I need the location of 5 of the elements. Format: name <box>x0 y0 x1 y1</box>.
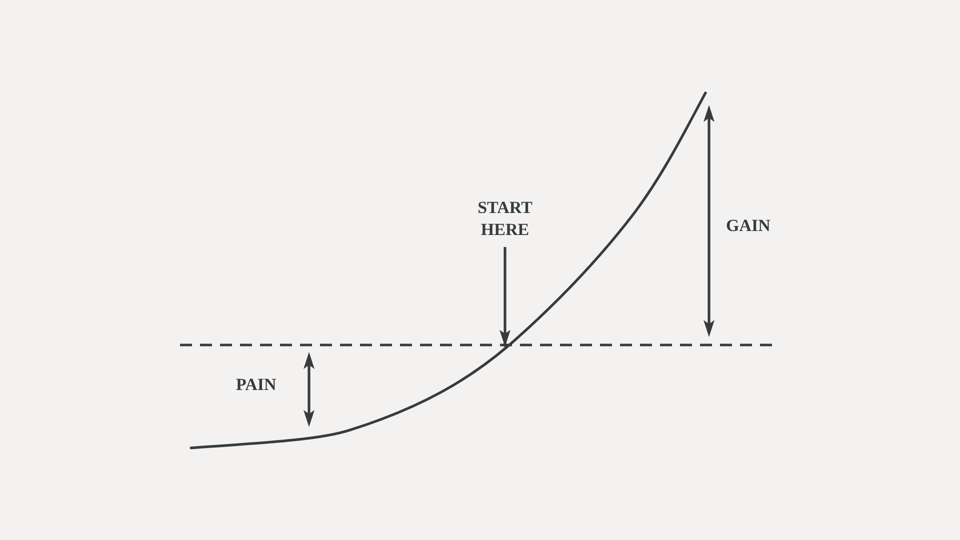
callout-label: START HERE <box>465 197 545 247</box>
growth-curve <box>190 91 708 450</box>
measure-label: GAIN <box>726 216 770 236</box>
measure-label: PAIN <box>236 375 276 395</box>
arrow <box>500 247 510 347</box>
